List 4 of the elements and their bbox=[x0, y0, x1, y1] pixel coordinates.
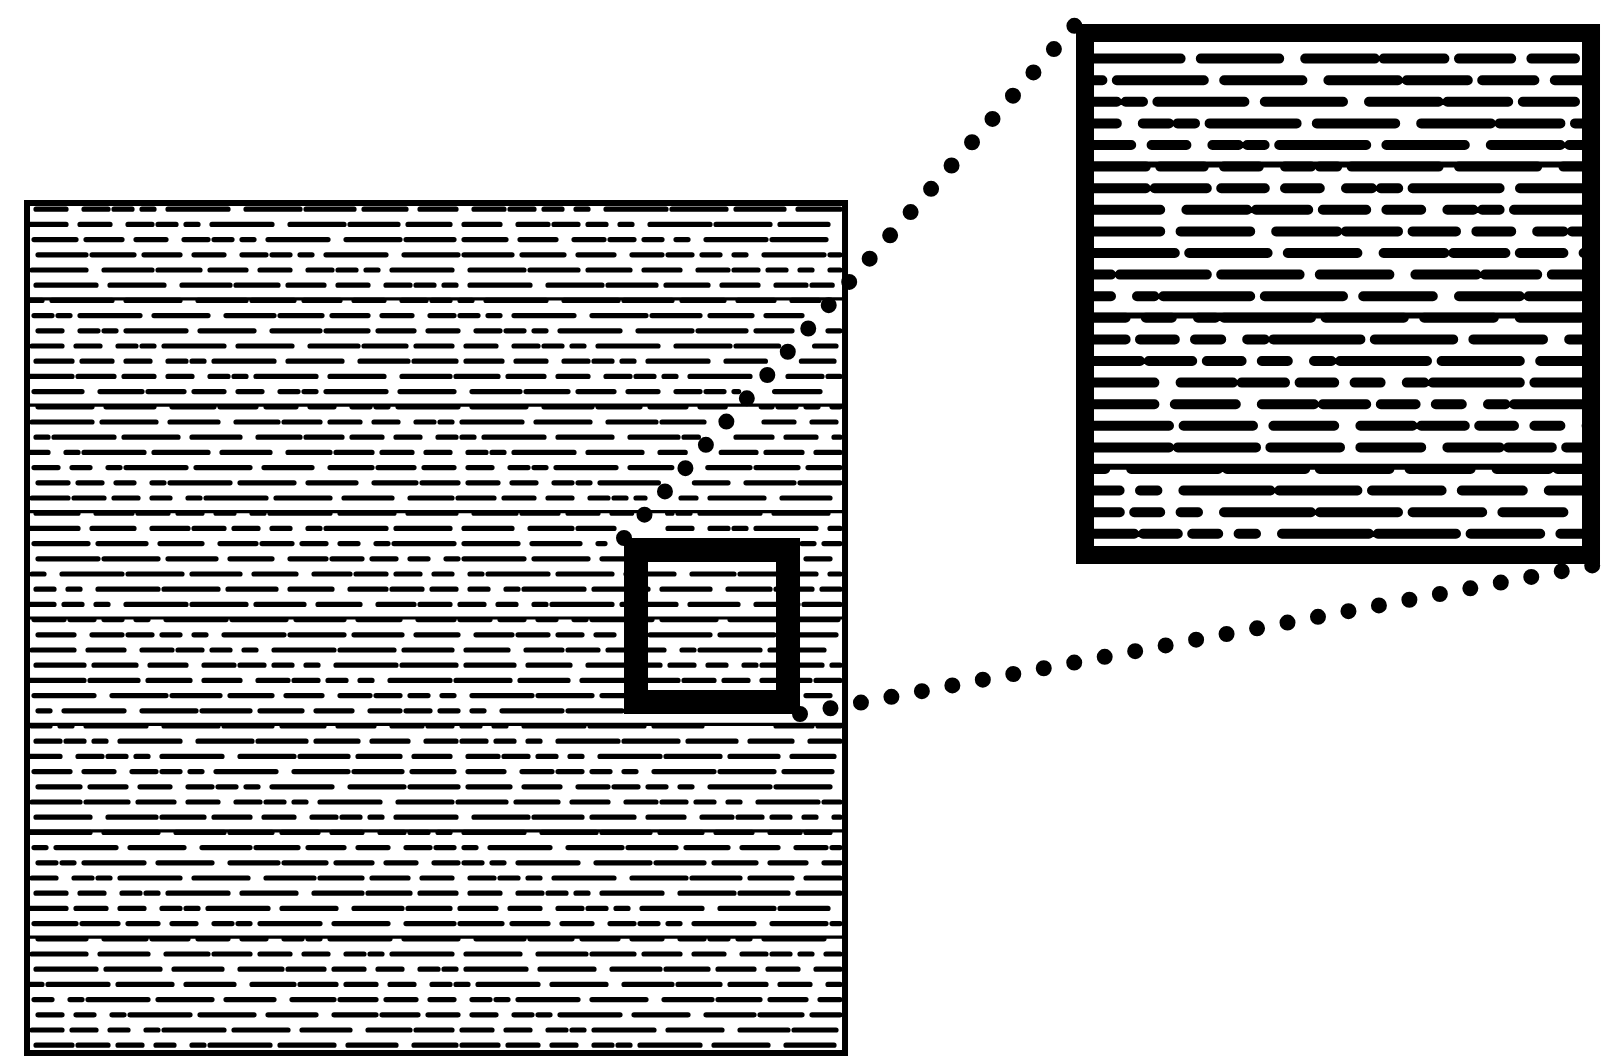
dotted-line bbox=[616, 16, 1084, 546]
text-texture-drawing bbox=[24, 200, 848, 1056]
magnified-text-drawing bbox=[1076, 24, 1600, 564]
zoom-frame bbox=[624, 538, 800, 714]
